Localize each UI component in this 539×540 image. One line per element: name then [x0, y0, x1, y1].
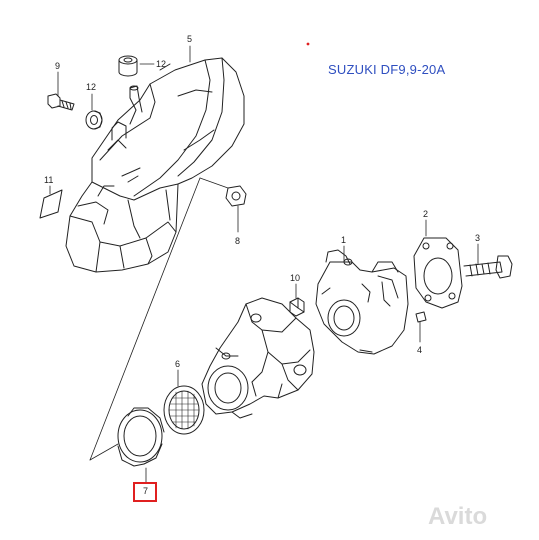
- bolt-part-3: [463, 255, 513, 279]
- leader-lines: [49, 45, 479, 483]
- marker-dot: [306, 42, 310, 46]
- callout-12-lower: 12: [86, 82, 96, 92]
- diagram-title: SUZUKI DF9,9-20A: [328, 62, 446, 77]
- highlight-box-part-7: [133, 482, 157, 502]
- callout-5: 5: [187, 34, 192, 44]
- callout-10: 10: [290, 273, 300, 283]
- callout-11: 11: [44, 175, 53, 185]
- callout-labels: 5 9 12 12 11 8 2 1 3 10 4 6 7: [44, 34, 480, 496]
- throttle-body-part-1: [315, 249, 409, 355]
- screen-part-6: [163, 385, 205, 435]
- callout-2: 2: [423, 209, 428, 219]
- watermark: Avito: [428, 503, 487, 531]
- callout-1: 1: [341, 235, 346, 245]
- grommet-part-8: [225, 185, 247, 207]
- screw-part-9: [47, 93, 75, 111]
- nut-part-10: [289, 297, 305, 317]
- gasket-part-11: [39, 189, 63, 219]
- grommet-part-12-lower: [85, 110, 103, 130]
- callout-3: 3: [475, 233, 480, 243]
- grommet-part-12-upper: [118, 55, 138, 77]
- intake-silencer-part: [65, 57, 245, 273]
- callout-4: 4: [417, 345, 422, 355]
- callout-8: 8: [235, 236, 240, 246]
- callout-7: 7: [143, 486, 148, 496]
- gasket-part-2: [413, 237, 463, 309]
- callout-12-upper: 12: [156, 59, 166, 69]
- seal-part-7: [117, 407, 165, 467]
- callout-6: 6: [175, 359, 180, 369]
- callout-9: 9: [55, 61, 60, 71]
- watermark-text: Avito: [428, 503, 488, 530]
- intake-manifold: [201, 297, 315, 419]
- pin-part-4: [415, 311, 427, 323]
